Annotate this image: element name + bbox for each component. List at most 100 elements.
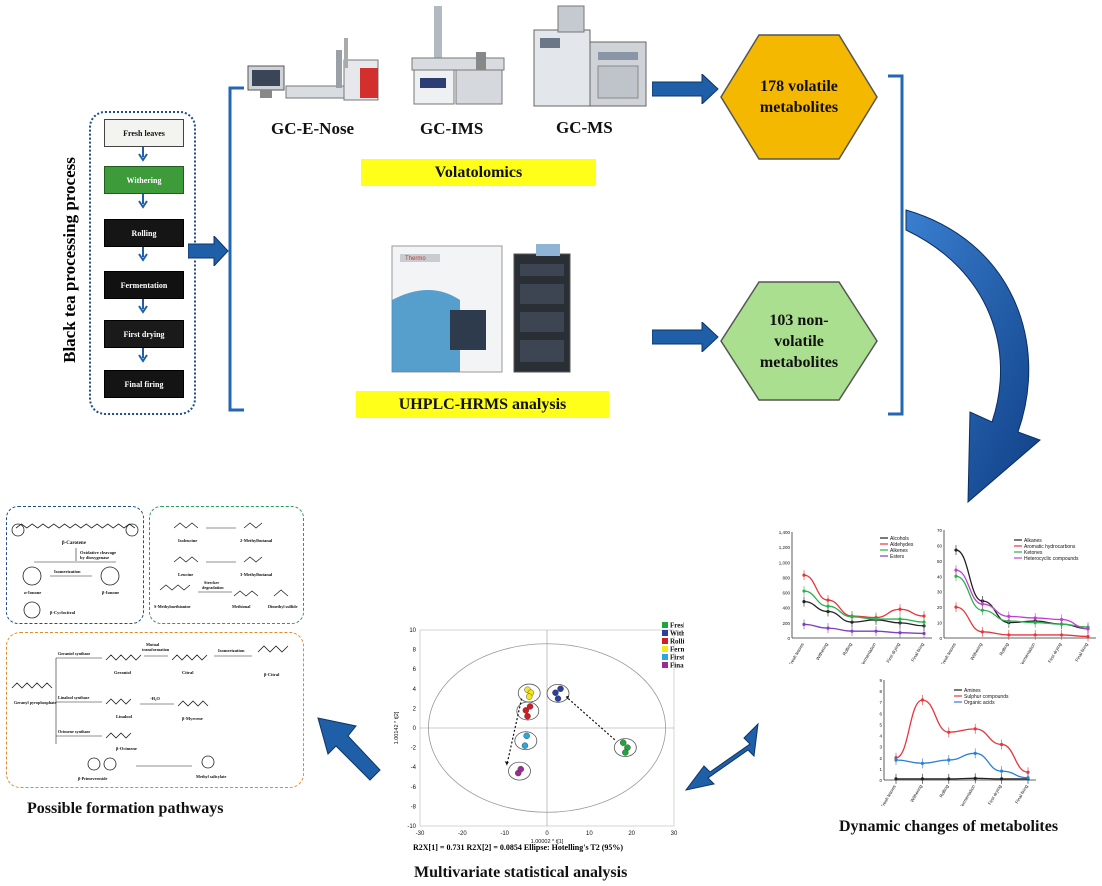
pca-point xyxy=(523,732,530,740)
synthase-label: Linalool synthase xyxy=(58,695,89,700)
process-title-text: Black tea processing process xyxy=(60,157,79,363)
y-tick-label: 3 xyxy=(879,745,882,750)
carotene-label: β-Carotene xyxy=(62,541,87,546)
ocimene-structure xyxy=(105,732,132,739)
y-tick-label: 5 xyxy=(879,722,882,727)
ring-right xyxy=(125,523,139,537)
data-point xyxy=(826,598,830,602)
pca-y-label: 1.00142 * t[2] xyxy=(394,711,400,744)
y-tick-label: 800 xyxy=(782,575,790,580)
curved-arrow xyxy=(905,209,1041,504)
y-tick-label: 9 xyxy=(879,678,882,683)
pca-y-tick: 6 xyxy=(413,667,417,673)
process-step-arrow xyxy=(138,247,148,262)
series-line xyxy=(803,601,925,627)
dynamic-caption: Dynamic changes of metabolites xyxy=(839,818,1059,835)
pca-point xyxy=(619,739,627,746)
x-tick-label: Final firing xyxy=(1074,642,1089,663)
x-tick-label: Rolling xyxy=(842,642,853,657)
data-point xyxy=(920,761,924,765)
pca-stats-text: R2X[1] = 0.731 R2X[2] = 0.0854 Ellipse: … xyxy=(413,843,624,852)
right-bracket xyxy=(888,74,904,416)
geraniol-structure xyxy=(105,654,142,661)
x-tick-label: First drying xyxy=(987,784,1003,806)
volatolomics-banner: Volatolomics xyxy=(361,159,596,186)
data-point xyxy=(1000,742,1004,747)
pca-point xyxy=(521,742,529,749)
legend-label: Heterocyclic compounds xyxy=(1024,556,1079,562)
gc-ims-label: GC-IMS xyxy=(420,119,484,138)
y-tick-label: 6 xyxy=(879,711,882,716)
salicylate-ring xyxy=(201,755,215,769)
pca-point xyxy=(526,703,534,710)
amino-structure xyxy=(173,556,199,563)
x-tick-label: Withering xyxy=(909,784,923,803)
ocimene-label: β-Ocimene xyxy=(116,746,137,751)
data-point xyxy=(922,620,926,624)
y-tick-label: 1,400 xyxy=(779,530,791,535)
aldehyde-label: 3-Methylbutanal xyxy=(240,572,273,577)
methional-structure xyxy=(233,590,259,597)
pca-y-tick: 4 xyxy=(413,687,417,693)
data-point xyxy=(922,614,926,618)
strecker-label2: degradation xyxy=(202,585,224,590)
y-tick-label: 0 xyxy=(879,778,882,783)
process-arrow xyxy=(188,236,229,266)
x-tick-label: First drying xyxy=(885,642,901,664)
legend-label: Final firing xyxy=(670,662,684,670)
beta-ionone-label: β-Ionone xyxy=(102,590,119,595)
data-point xyxy=(1060,633,1064,637)
process-panel xyxy=(89,111,196,415)
y-tick-label: 8 xyxy=(879,689,882,694)
legend-swatch xyxy=(662,654,668,660)
legend-label: Esters xyxy=(890,554,905,560)
data-point xyxy=(947,777,951,781)
data-point xyxy=(898,617,902,621)
volatile-hexagon xyxy=(720,34,878,160)
pca-point xyxy=(552,689,559,696)
data-point xyxy=(1086,634,1090,639)
pca-stats: R2X[1] = 0.731 R2X[2] = 0.0854 Ellipse: … xyxy=(413,843,623,852)
alpha-ionone-ring xyxy=(22,566,42,586)
trajectory-arrow xyxy=(506,698,523,766)
oxidative-label: Oxidative cleavage xyxy=(80,550,116,555)
data-point xyxy=(973,727,977,731)
legend-label: First drying xyxy=(670,654,684,662)
y-tick-label: 20 xyxy=(937,605,943,610)
y-tick-label: 50 xyxy=(937,559,943,564)
synthase-label: Ocimene synthase xyxy=(58,729,90,734)
pca-y-tick: 0 xyxy=(413,726,417,732)
group-ellipse xyxy=(517,683,541,703)
process-step-arrow xyxy=(138,348,148,363)
volatile-arrow xyxy=(652,74,719,104)
data-point xyxy=(1026,776,1030,780)
data-point xyxy=(894,777,898,781)
data-point xyxy=(980,630,984,634)
y-tick-label: 70 xyxy=(937,528,943,533)
pca-x-tick: 0 xyxy=(545,831,549,837)
legend-label: Rolling xyxy=(670,638,684,646)
primeveroside-label: β-Primeveroside xyxy=(78,776,107,781)
gc-ms-instrument xyxy=(533,5,647,107)
aldehyde-label: 2-Methylbutanal xyxy=(240,538,273,543)
x-tick-label: First drying xyxy=(1047,642,1063,664)
pca-caption: Multivariate statistical analysis xyxy=(414,864,628,881)
uhplc-brand: Thermo xyxy=(405,256,426,262)
data-point xyxy=(1060,617,1064,622)
data-point xyxy=(954,574,958,578)
amino-label: Isoleucine xyxy=(178,538,197,543)
pca-y-tick: -8 xyxy=(411,804,417,810)
data-point xyxy=(1033,616,1037,620)
hotelling-ellipse xyxy=(428,643,666,813)
data-point xyxy=(850,629,854,633)
x-tick-label: Fermentation xyxy=(1018,642,1036,664)
nonvolatile-line2: volatile xyxy=(774,332,824,350)
pca-x-tick: -30 xyxy=(416,831,425,837)
data-point xyxy=(947,730,951,734)
legend-label: Aromatic hydrocarbons xyxy=(1024,544,1076,550)
amino-pathway-panel xyxy=(149,506,304,624)
pca-x-tick: 10 xyxy=(586,831,593,837)
